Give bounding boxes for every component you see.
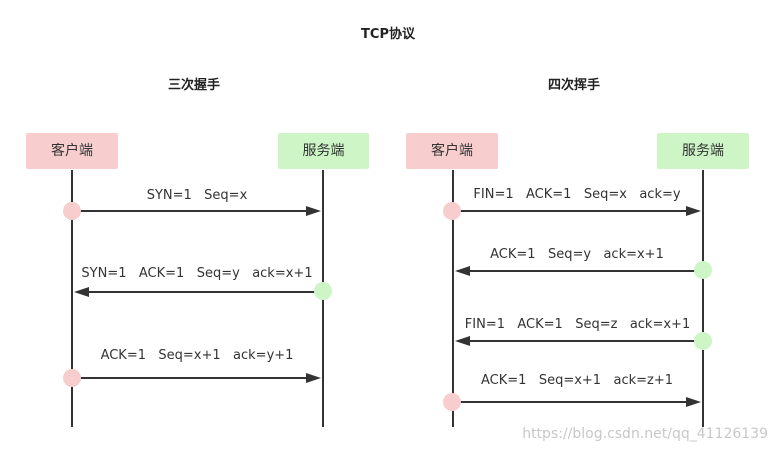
wavehand-message-2-line (469, 270, 702, 272)
wavehand-message-3-label: FIN=1 ACK=1 Seq=z ack=x+1 (464, 317, 691, 332)
handshake-message-1-label: SYN=1 Seq=x (146, 188, 248, 203)
handshake-client-box: 客户端 (26, 133, 118, 169)
wavehand-message-1-label: FIN=1 ACK=1 Seq=x ack=y (473, 187, 681, 202)
wavehand-client-dot-1 (443, 202, 461, 220)
arrow-right-icon (306, 206, 321, 216)
diagram-title: TCP协议 (361, 27, 415, 42)
watermark: https://blog.csdn.net/qq_41126139 (522, 426, 768, 442)
wavehand-message-4-line (453, 401, 688, 403)
wavehand-server-dot-2 (694, 332, 712, 350)
arrow-right-icon (306, 373, 321, 383)
arrow-right-icon (686, 397, 701, 407)
wavehand-server-lifeline (702, 170, 704, 427)
wavehand-client-dot-2 (443, 393, 461, 411)
handshake-server-box: 服务端 (278, 133, 369, 169)
wavehand-server-box: 服务端 (657, 133, 749, 169)
arrow-left-icon (74, 287, 89, 297)
handshake-server-dot-1 (314, 282, 332, 300)
handshake-message-2-line (88, 291, 322, 293)
handshake-client-lifeline (71, 170, 73, 427)
wavehand-message-1-line (453, 210, 688, 212)
wavehand-client-lifeline (452, 170, 454, 427)
handshake-client-dot-1 (63, 202, 81, 220)
handshake-subtitle: 三次握手 (168, 78, 221, 93)
arrow-left-icon (455, 336, 470, 346)
wavehand-message-4-label: ACK=1 Seq=x+1 ack=z+1 (481, 373, 673, 388)
wavehand-subtitle: 四次挥手 (548, 78, 601, 93)
wavehand-message-3-line (469, 340, 702, 342)
wavehand-client-box: 客户端 (406, 133, 498, 169)
handshake-message-2-label: SYN=1 ACK=1 Seq=y ack=x+1 (81, 266, 313, 281)
handshake-message-1-line (72, 210, 307, 212)
wavehand-message-2-label: ACK=1 Seq=y ack=x+1 (490, 247, 664, 262)
arrow-right-icon (686, 206, 701, 216)
wavehand-server-dot-1 (694, 261, 712, 279)
handshake-message-3-label: ACK=1 Seq=x+1 ack=y+1 (100, 348, 294, 363)
arrow-left-icon (455, 266, 470, 276)
handshake-message-3-line (72, 377, 307, 379)
handshake-client-dot-2 (63, 369, 81, 387)
